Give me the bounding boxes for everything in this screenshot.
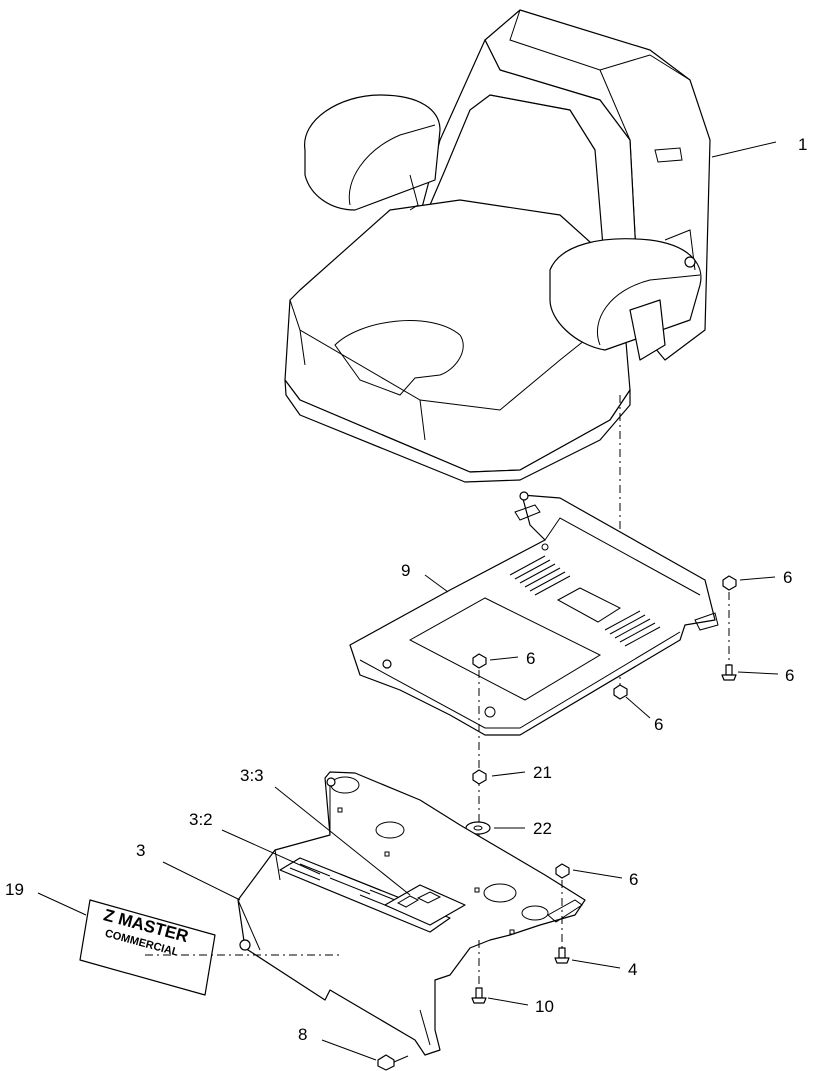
callout-1: 1 <box>798 135 807 154</box>
screw-4[interactable] <box>554 947 570 964</box>
callout-9: 9 <box>401 561 410 580</box>
callout-19: 19 <box>5 880 24 899</box>
bolt-8[interactable] <box>377 1054 409 1071</box>
callout-4: 4 <box>628 960 637 979</box>
callout-6-b: 6 <box>526 649 535 668</box>
callout-3-3: 3:3 <box>240 766 264 785</box>
callout-10-a: 6 <box>785 666 794 685</box>
nut-6-under[interactable] <box>613 684 628 700</box>
bolt-10-right[interactable] <box>721 664 737 681</box>
callout-8: 8 <box>298 1025 307 1044</box>
callout-6-d: 6 <box>629 870 638 889</box>
seat-plate[interactable] <box>349 491 719 736</box>
nut-6-support[interactable] <box>555 863 570 879</box>
callout-6-a: 6 <box>783 568 792 587</box>
callout-22: 22 <box>533 819 552 838</box>
seat-assembly[interactable] <box>284 9 711 483</box>
callout-21: 21 <box>533 763 552 782</box>
bolt-10-lower[interactable] <box>471 987 487 1004</box>
callout-3-2: 3:2 <box>189 810 213 829</box>
callout-3: 3 <box>136 841 145 860</box>
decal-3-3[interactable] <box>384 884 466 926</box>
spacer-21[interactable] <box>472 769 487 785</box>
callout-6-c: 6 <box>654 715 663 734</box>
callout-10-b: 10 <box>535 997 554 1016</box>
nut-6-right[interactable] <box>722 575 737 591</box>
logo-decal-19[interactable]: Z MASTER COMMERCIAL <box>79 899 216 996</box>
nut-6-center[interactable] <box>472 653 487 669</box>
